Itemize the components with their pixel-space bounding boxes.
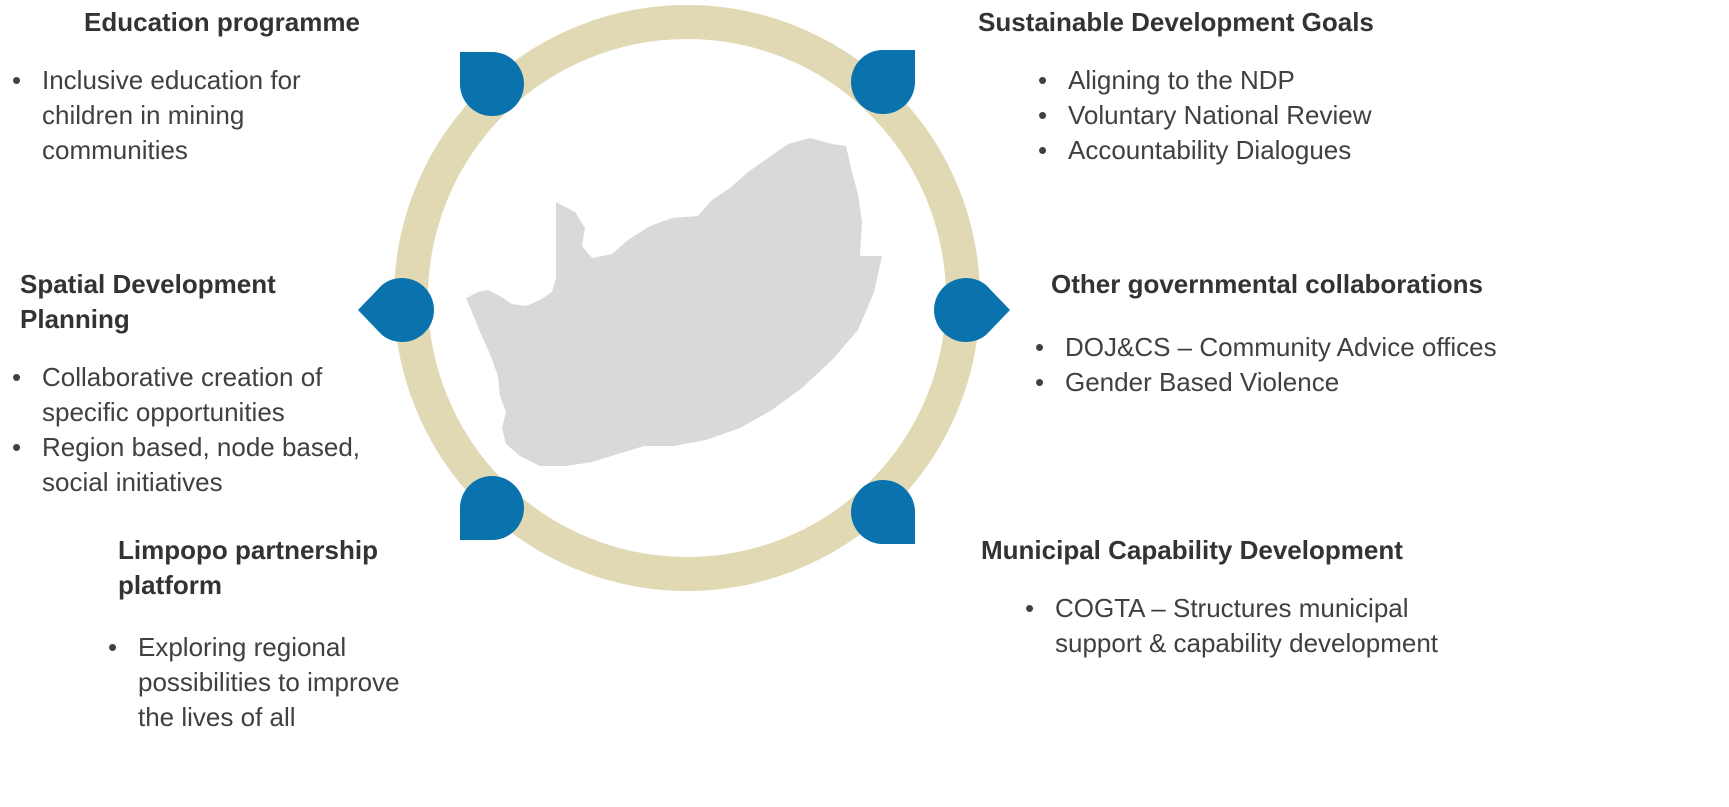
marker-bottom-left-icon	[460, 476, 524, 540]
education-programme-bullets: Inclusive education for children in mini…	[0, 63, 342, 168]
spatial-development-title: Spatial Development Planning	[20, 269, 276, 334]
spatial-development-block: Spatial Development Planning Collaborati…	[0, 267, 370, 500]
list-item: Aligning to the NDP	[1038, 63, 1438, 98]
other-gov-title: Other governmental collaborations	[1051, 269, 1483, 299]
marker-top-left-icon	[460, 52, 524, 116]
list-item: Voluntary National Review	[1038, 98, 1438, 133]
list-item: COGTA – Structures municipal support & c…	[1025, 591, 1485, 661]
limpopo-partnership-title: Limpopo partnership platform	[118, 535, 378, 600]
list-item: Inclusive education for children in mini…	[12, 63, 342, 168]
sdg-title: Sustainable Development Goals	[978, 7, 1374, 37]
limpopo-partnership-bullets: Exploring regional possibilities to impr…	[108, 630, 408, 735]
list-item: Region based, node based, social initiat…	[12, 430, 362, 500]
list-item: DOJ&CS – Community Advice offices	[1035, 330, 1729, 365]
education-programme-title: Education programme	[84, 7, 360, 37]
sdg-block: Sustainable Development Goals Aligning t…	[978, 5, 1438, 168]
list-item: Collaborative creation of specific oppor…	[12, 360, 362, 430]
municipal-title: Municipal Capability Development	[981, 535, 1403, 565]
municipal-block: Municipal Capability Development COGTA –…	[981, 533, 1501, 661]
marker-bottom-right-icon	[851, 480, 915, 544]
municipal-bullets: COGTA – Structures municipal support & c…	[981, 591, 1485, 661]
marker-left-icon	[358, 278, 434, 342]
list-item: Exploring regional possibilities to impr…	[108, 630, 408, 735]
south-africa-map-icon	[466, 138, 882, 466]
marker-top-right-icon	[851, 50, 915, 114]
sdg-bullets: Aligning to the NDP Voluntary National R…	[978, 63, 1438, 168]
limpopo-partnership-block: Limpopo partnership platform Exploring r…	[108, 533, 428, 735]
spatial-development-bullets: Collaborative creation of specific oppor…	[0, 360, 362, 500]
marker-right-icon	[934, 278, 1010, 342]
other-gov-bullets: DOJ&CS – Community Advice offices Gender…	[1035, 330, 1729, 400]
list-item: Accountability Dialogues	[1038, 133, 1438, 168]
other-gov-block: Other governmental collaborations DOJ&CS…	[1035, 267, 1729, 400]
education-programme-block: Education programme Inclusive education …	[0, 5, 380, 168]
list-item: Gender Based Violence	[1035, 365, 1729, 400]
